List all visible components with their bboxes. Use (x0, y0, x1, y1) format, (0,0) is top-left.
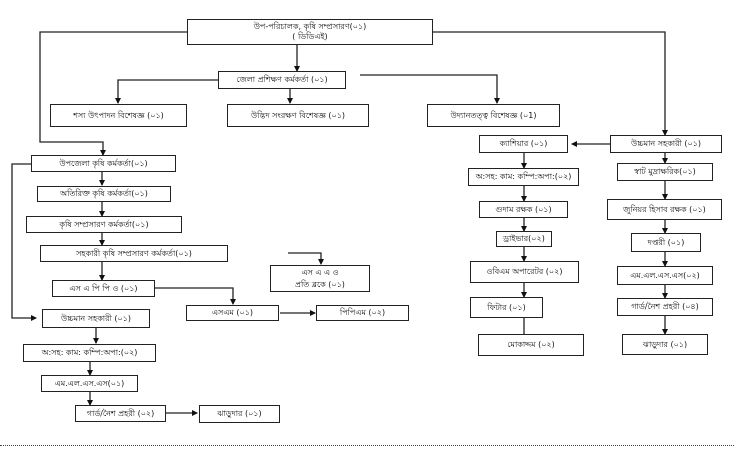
node-junior-accountant: জুনিয়র হিসাব রক্ষক (০১) (607, 199, 722, 220)
node-label: ( ডিডিএই) (292, 32, 328, 41)
node-crop-production-specialist: শস্য উৎপাদন বিশেষজ্ঞ (০১) (50, 104, 187, 127)
node-label: এসএম (০১) (211, 308, 254, 317)
node-cashier: ক্যাশিয়ার (০১) (479, 135, 568, 153)
node-label: এম.এল.এস.এস(০২) (630, 270, 700, 280)
node-label: উদ্যানতত্ত্ব বিশেষজ্ঞ (০1) (450, 110, 537, 120)
node-label: ক্যাশিয়ার (০১) (499, 139, 548, 148)
node-plant-protection-specialist: উদ্ভিদ সংরক্ষণ বিশেষজ্ঞ (০১) (227, 104, 369, 127)
node-saao-per-block: এস এ এ ও প্রতি ব্লকে (০১) (270, 265, 370, 292)
node-sweeper-right: ঝাড়ুদার (০১) (622, 334, 708, 355)
node-upazila-agriculture-officer: উপজেলা কৃষি কর্মকর্তা(০১) (31, 155, 176, 172)
footer-dotted-divider (0, 445, 734, 446)
node-label: স্বাট মুদ্রাক্ষরিক(০১) (634, 167, 696, 176)
node-agriculture-extension-officer: কৃষি সম্প্রসারণ কর্মকর্তা(০১) (26, 216, 182, 233)
node-guard-right: গার্ড/নৈশ প্রহরী (০৪) (617, 298, 713, 316)
node-label: গার্ড/নৈশ প্রহরী (০৪) (631, 302, 699, 311)
node-upper-division-assistant-right: উচ্চমান সহকারী (০১) (610, 135, 722, 153)
node-label: গুদাম রক্ষক (০১) (495, 204, 552, 214)
node-upper-division-assistant-left: উচ্চমান সহকারী (০১) (42, 309, 150, 328)
node-short-typist: স্বাট মুদ্রাক্ষরিক(০১) (617, 163, 713, 181)
edge-training-crop (115, 79, 218, 104)
node-label: অতিরিক্ত কৃষি কর্মকর্তা(০১) (60, 189, 148, 198)
node-asst-agriculture-extension-officer: সহকারী কৃষি সম্প্রসারণ কর্মকর্তা(০১) (40, 245, 228, 262)
edge-training-horti (360, 74, 500, 104)
node-mlss-left: এম.এল.এস.এস(০১) (41, 375, 138, 392)
node-label: জেলা প্রশিক্ষণ কর্মকর্তা (০১) (236, 75, 328, 84)
node-daftari: দপ্তরী (০১) (631, 233, 701, 252)
node-label: এম.এল.এস.এস(০১) (54, 378, 125, 388)
node-additional-agriculture-officer: অতিরিক্ত কৃষি কর্মকর্তা(০১) (37, 186, 171, 202)
node-label: প্রতি ব্লকে (০১) (295, 279, 345, 289)
node-label: পিপিএম (০২) (339, 308, 386, 317)
node-label: এস এ এ ও (301, 267, 339, 277)
node-mokaddam: মোকাদ্দম (০২) (478, 334, 584, 356)
edge-root-upazila (39, 31, 187, 156)
node-label: অ:সহ: কাম: কম্পি:অপা:(০২) (41, 348, 138, 357)
node-sappo: এস এ পি পি ও (০১) (52, 280, 155, 297)
node-label: শস্য উৎপাদন বিশেষজ্ঞ (০১) (73, 110, 164, 120)
node-label: উচ্চমান সহকারী (০১) (60, 313, 131, 323)
node-label: অ:সহ: কাম: কম্পি:অপা:(০২) (475, 172, 572, 181)
node-label: ওবিএম অপারেটর (০২) (486, 267, 563, 276)
node-label: ঝাড়ুদার (০১) (217, 409, 262, 418)
node-driver: ড্রাইভার(০২) (496, 231, 552, 247)
node-sweeper-left: ঝাড়ুদার (০১) (199, 405, 280, 423)
node-label: জুনিয়র হিসাব রক্ষক (০১) (623, 204, 706, 214)
node-label: উদ্ভিদ সংরক্ষণ বিশেষজ্ঞ (০১) (250, 110, 346, 120)
node-label: উপ-পরিচালক, কৃষি সম্প্রসারণ(০১) (253, 22, 367, 31)
node-guard-left: গার্ড/নৈশ প্রহরী (০২) (75, 405, 166, 422)
node-label: উপজেলা কৃষি কর্মকর্তা(০১) (59, 158, 148, 168)
node-horticulture-specialist: উদ্যানতত্ত্ব বিশেষজ্ঞ (০1) (427, 104, 560, 127)
edge-upazila-ua-left (11, 163, 37, 321)
node-label: এস এ পি পি ও (০১) (69, 283, 138, 293)
node-label: সহকারী কৃষি সম্প্রসারণ কর্মকর্তা(০১) (76, 248, 192, 258)
node-store-keeper: গুদাম রক্ষক (০১) (479, 201, 568, 218)
node-fitter: ফিটার (০১) (470, 297, 543, 318)
node-label: মোকাদ্দম (০২) (507, 340, 555, 349)
node-obm-operator: ওবিএম অপারেটর (০২) (470, 261, 579, 283)
node-ppm: পিপিএম (০২) (316, 305, 409, 321)
node-office-asst-computer-operator-left: অ:সহ: কাম: কম্পি:অপা:(০২) (23, 344, 156, 362)
node-label: ফিটার (০১) (487, 302, 526, 312)
node-label: গার্ড/নৈশ প্রহরী (০২) (86, 408, 155, 418)
edge-root-ua-right (433, 31, 668, 136)
node-label: ঝাড়ুদার (০১) (642, 339, 688, 349)
node-label: কৃষি সম্প্রসারণ কর্মকর্তা(০১) (59, 219, 149, 229)
node-deputy-director: উপ-পরিচালক, কৃষি সম্প্রসারণ(০১) ( ডিডিএই… (187, 19, 433, 45)
node-district-training-officer: জেলা প্রশিক্ষণ কর্মকর্তা (০১) (218, 71, 346, 89)
node-label: দপ্তরী (০১) (647, 237, 685, 247)
node-label: উচ্চমান সহকারী (০১) (630, 139, 701, 148)
node-label: ড্রাইভার(০২) (503, 234, 545, 243)
node-sm: এসএম (০১) (186, 305, 279, 321)
node-office-asst-computer-operator-mid: অ:সহ: কাম: কম্পি:অপা:(০২) (468, 168, 579, 186)
node-mlss-right: এম.এল.এস.এস(০২) (617, 266, 713, 285)
